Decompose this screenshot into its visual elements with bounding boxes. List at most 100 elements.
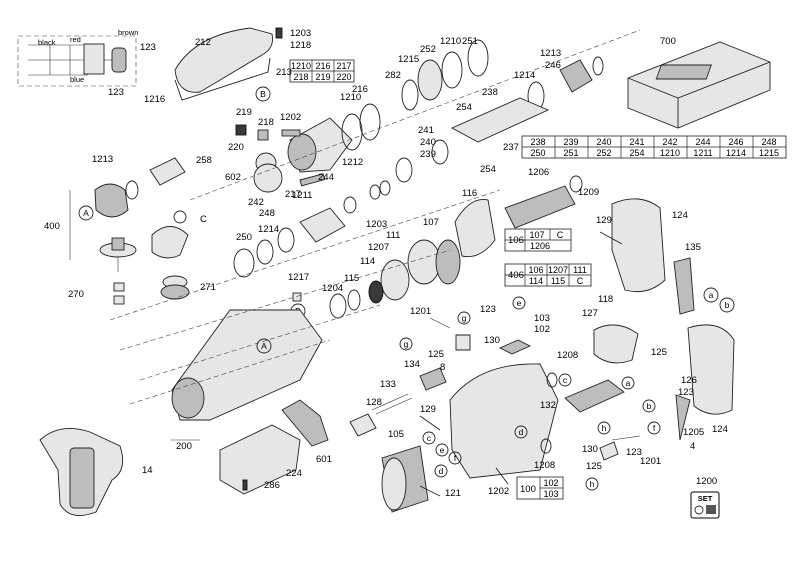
table-cell: 238 xyxy=(530,137,545,147)
ref-circle-g xyxy=(457,311,471,325)
callout-1218: 1218 xyxy=(290,40,311,51)
callout-1206: 1206 xyxy=(528,167,549,178)
ref-letter-f: f xyxy=(653,423,656,433)
callout-103: 103 xyxy=(534,313,550,324)
callout-258: 258 xyxy=(196,155,212,166)
upper-parts-chain: 282 1215 252 1210 251 1214 238 254 241 2… xyxy=(385,36,604,183)
table-cell: 1215 xyxy=(759,148,779,158)
ref-circle-b xyxy=(642,399,656,413)
callout-1201: 1201 xyxy=(410,306,431,317)
callout-700: 700 xyxy=(660,36,676,47)
ref-circle-A xyxy=(256,338,272,354)
callout-220: 220 xyxy=(228,142,244,153)
top-cover-group: B 212 1216 1203 1218 xyxy=(144,27,311,105)
callout-8: 8 xyxy=(440,362,445,373)
gear-housing-group: 1202 218 219 220 602 217 1210 216 xyxy=(225,84,381,200)
ref-circle-d xyxy=(514,425,528,439)
ref-circle-B xyxy=(255,86,271,102)
ref-circle-h xyxy=(597,421,611,435)
callout-244: 244 xyxy=(318,172,334,183)
wire-label-red: red xyxy=(70,35,81,44)
table-cell: 1211 xyxy=(693,148,712,158)
table-cell: 106 xyxy=(528,265,543,275)
table-cell: 102 xyxy=(543,478,558,488)
table-cell: 1210 xyxy=(291,61,311,71)
ref-letter-a: a xyxy=(626,378,631,388)
callout-1217: 1217 xyxy=(288,272,309,283)
table-100: 100 102 103 xyxy=(516,476,564,500)
callout-286: 286 xyxy=(264,480,280,491)
drive-parts: 242 1211 244 1212 248 1214 250 xyxy=(233,157,391,278)
ref-letter-C: C xyxy=(200,214,207,225)
table-cell: 251 xyxy=(563,148,578,158)
table-cell: 220 xyxy=(336,72,351,82)
callout-123: 123 xyxy=(140,42,156,53)
ref-letter-c: c xyxy=(563,375,568,385)
stator-group: 105 129 c e f d 121 1202 d xyxy=(381,404,528,513)
ref-letter-e: e xyxy=(517,298,522,308)
callout-1210: 1210 xyxy=(340,92,361,103)
callout-1211: 1211 xyxy=(292,190,312,201)
callout-1210: 1210 xyxy=(440,36,461,47)
callout-1215: 1215 xyxy=(398,54,419,65)
table-cell: 254 xyxy=(629,148,644,158)
callout-106: 106 xyxy=(508,235,524,246)
table-cell: 107 xyxy=(529,230,544,240)
callout-14: 14 xyxy=(142,465,153,476)
callout-271: 271 xyxy=(200,282,216,293)
callout-252: 252 xyxy=(420,44,436,55)
table-cell: 114 xyxy=(529,276,543,286)
callout-127: 127 xyxy=(582,308,598,319)
table-cell: 218 xyxy=(293,72,308,82)
ref-circle-e xyxy=(435,443,449,457)
callout-254: 254 xyxy=(480,164,496,175)
callout-200: 200 xyxy=(176,441,192,452)
callout-1208: 1208 xyxy=(557,350,578,361)
table-cell: 252 xyxy=(596,148,611,158)
callout-133: 133 xyxy=(380,379,396,390)
callout-218: 218 xyxy=(258,117,274,128)
switch-group: 1208 c 132 a b f h 123 1201 130 125 h 12… xyxy=(534,350,661,491)
ref-letter-h: h xyxy=(590,479,595,489)
callout-251: 251 xyxy=(462,36,478,47)
ref-letter-g: g xyxy=(404,339,409,349)
ref-circle-a xyxy=(621,376,635,390)
callout-130: 130 xyxy=(484,335,500,346)
ref-circle-a xyxy=(703,287,719,303)
callout-219: 219 xyxy=(236,107,252,118)
ref-letter-d: d xyxy=(439,466,444,476)
table-cell: 241 xyxy=(629,137,644,147)
callout-1208: 1208 xyxy=(534,460,555,471)
table-cell: 103 xyxy=(543,489,558,499)
callout-1207: 1207 xyxy=(368,242,389,253)
callout-124: 124 xyxy=(672,210,688,221)
carry-case: 700 xyxy=(627,36,771,129)
ref-circle-d xyxy=(434,464,448,478)
callout-132: 132 xyxy=(540,400,556,411)
callout-1202: 1202 xyxy=(488,486,509,497)
callout-237: 237 xyxy=(503,142,519,153)
callout-1209: 1209 xyxy=(578,187,599,198)
gear-group-400: 1213 258 A 400 C xyxy=(44,154,212,272)
callout-1214: 1214 xyxy=(514,70,535,81)
callout-250: 250 xyxy=(236,232,252,243)
callout-601: 601 xyxy=(316,454,332,465)
table-cell: 1207 xyxy=(548,265,568,275)
callout-1202: 1202 xyxy=(280,112,301,123)
callout-238: 238 xyxy=(482,87,498,98)
ref-letter-e: e xyxy=(440,445,445,455)
callout-241: 241 xyxy=(418,125,434,136)
table-cell: C xyxy=(577,276,584,286)
ref-circle-A xyxy=(78,205,94,221)
callout-1205: 1205 xyxy=(683,427,704,438)
ref-letter-b: b xyxy=(725,300,730,310)
callout-240: 240 xyxy=(420,137,436,148)
ref-circle-C-marker xyxy=(173,210,187,224)
callout-125: 125 xyxy=(586,461,602,472)
callout-129: 129 xyxy=(420,404,436,415)
callout-1203: 1203 xyxy=(366,219,387,230)
callout-282: 282 xyxy=(385,70,401,81)
ref-circle-g xyxy=(399,337,413,351)
rear-handle-group: 124 129 135 a b 124 118 127 125 126 1205… xyxy=(582,198,735,452)
